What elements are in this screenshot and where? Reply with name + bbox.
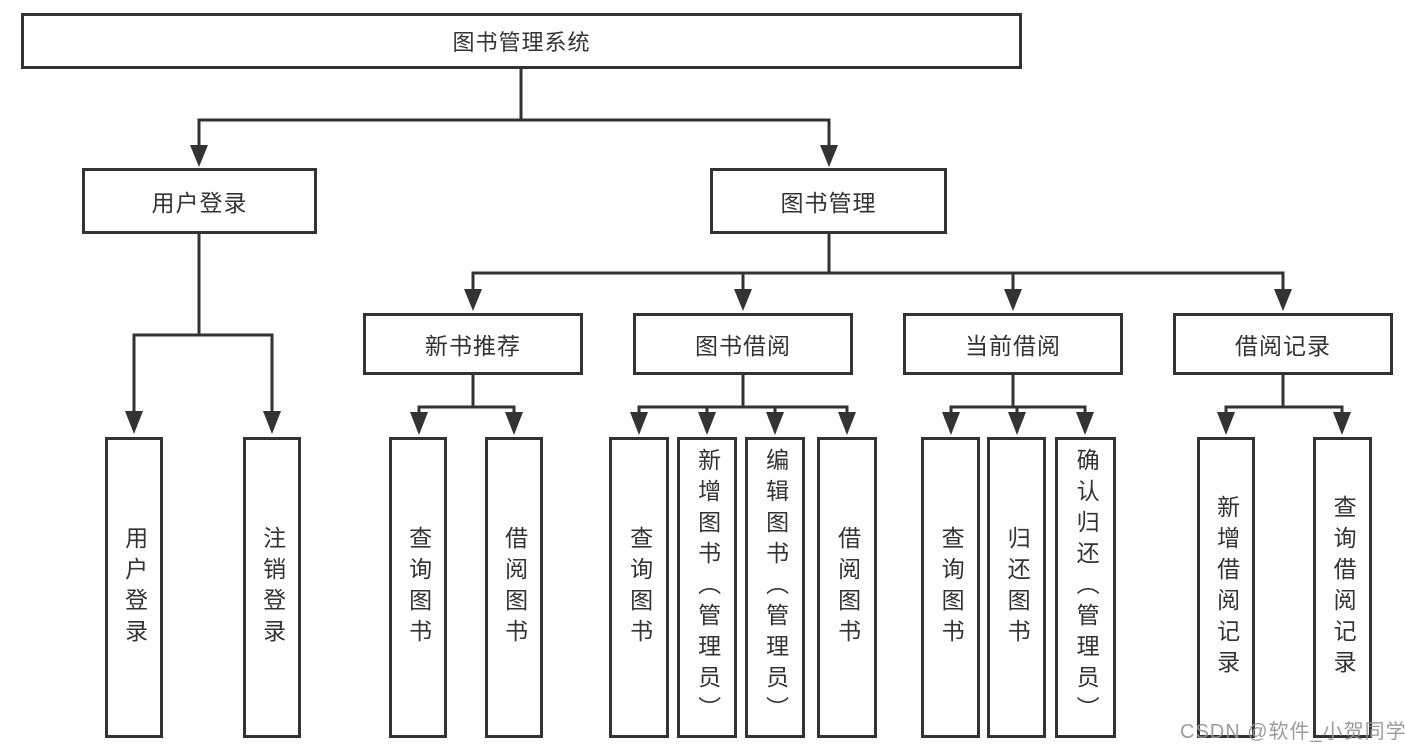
arrowhead-icon xyxy=(942,412,960,435)
leaf-borrow-books-recommend: 借阅图书 xyxy=(485,437,543,738)
arrowhead-icon xyxy=(190,145,208,167)
arrowhead-icon xyxy=(766,412,784,435)
leaf-query-books: 查询图书 xyxy=(609,437,669,738)
branch-book-borrow xyxy=(630,374,856,435)
branch-book-management xyxy=(464,233,1292,311)
arrowhead-icon xyxy=(1217,412,1235,435)
node-label: 图书管理 xyxy=(780,190,877,216)
leaf-query-books-current: 查询图书 xyxy=(921,437,980,738)
leaf-query-borrow-record: 查询借阅记录 xyxy=(1313,437,1372,738)
arrowhead-icon xyxy=(263,411,281,434)
node-label: 查询图书 xyxy=(938,525,965,650)
node-label: 查询图书 xyxy=(405,525,432,650)
node-label: 归还图书 xyxy=(1004,525,1031,650)
node-book-management: 图书管理 xyxy=(710,168,947,234)
node-label: 图书管理系统 xyxy=(452,30,591,55)
node-borrow-records: 借阅记录 xyxy=(1173,313,1393,375)
node-label: 新增图书（管理员） xyxy=(694,448,721,727)
arrowhead-icon xyxy=(698,412,716,435)
node-label: 注销登录 xyxy=(259,525,286,650)
branch-root xyxy=(190,68,838,167)
node-current-borrow: 当前借阅 xyxy=(903,313,1123,375)
branch-user-login xyxy=(125,234,281,434)
branch-new-book-recommend xyxy=(410,374,523,435)
node-label: 用户登录 xyxy=(121,525,148,650)
leaf-return-books: 归还图书 xyxy=(987,437,1046,738)
node-label: 新增借阅记录 xyxy=(1213,494,1240,681)
node-label: 编辑图书（管理员） xyxy=(762,448,789,727)
node-label: 借阅记录 xyxy=(1235,333,1331,359)
node-user-login: 用户登录 xyxy=(82,168,317,234)
arrowhead-icon xyxy=(734,289,752,311)
branch-borrow-records xyxy=(1217,374,1351,435)
node-label: 借阅图书 xyxy=(834,525,861,650)
arrowhead-icon xyxy=(820,145,838,167)
node-new-book-recommend: 新书推荐 xyxy=(363,313,583,375)
leaf-query-books-recommend: 查询图书 xyxy=(389,437,447,738)
arrowhead-icon xyxy=(838,412,856,435)
leaf-add-books-admin: 新增图书（管理员） xyxy=(677,437,737,738)
arrowhead-icon xyxy=(125,411,143,434)
csdn-watermark: CSDN @软件_小贺同学 xyxy=(1180,721,1405,743)
leaf-logout: 注销登录 xyxy=(243,437,301,738)
branch-current-borrow xyxy=(942,374,1094,435)
node-book-borrow: 图书借阅 xyxy=(633,313,853,375)
arrowhead-icon xyxy=(464,289,482,311)
arrowhead-icon xyxy=(1076,412,1094,435)
node-label: 查询图书 xyxy=(626,525,653,650)
arrowhead-icon xyxy=(1004,289,1022,311)
node-label: 新书推荐 xyxy=(425,333,521,359)
node-label: 用户登录 xyxy=(151,190,248,216)
arrowhead-icon xyxy=(410,412,428,435)
node-label: 确认归还（管理员） xyxy=(1073,448,1100,727)
arrowhead-icon xyxy=(1274,289,1292,311)
arrowhead-icon xyxy=(1008,412,1026,435)
leaf-borrow-books: 借阅图书 xyxy=(817,437,877,738)
node-library-management-system: 图书管理系统 xyxy=(21,13,1022,69)
node-label: 当前借阅 xyxy=(965,333,1061,359)
node-label: 图书借阅 xyxy=(695,333,791,359)
arrowhead-icon xyxy=(1333,412,1351,435)
leaf-confirm-return-admin: 确认归还（管理员） xyxy=(1055,437,1116,738)
arrowhead-icon xyxy=(630,412,648,435)
leaf-user-login: 用户登录 xyxy=(105,437,163,738)
arrowhead-icon xyxy=(505,412,523,435)
leaf-edit-books-admin: 编辑图书（管理员） xyxy=(745,437,805,738)
node-label: 查询借阅记录 xyxy=(1330,494,1357,681)
leaf-add-borrow-record: 新增借阅记录 xyxy=(1197,437,1255,738)
node-label: 借阅图书 xyxy=(501,525,528,650)
